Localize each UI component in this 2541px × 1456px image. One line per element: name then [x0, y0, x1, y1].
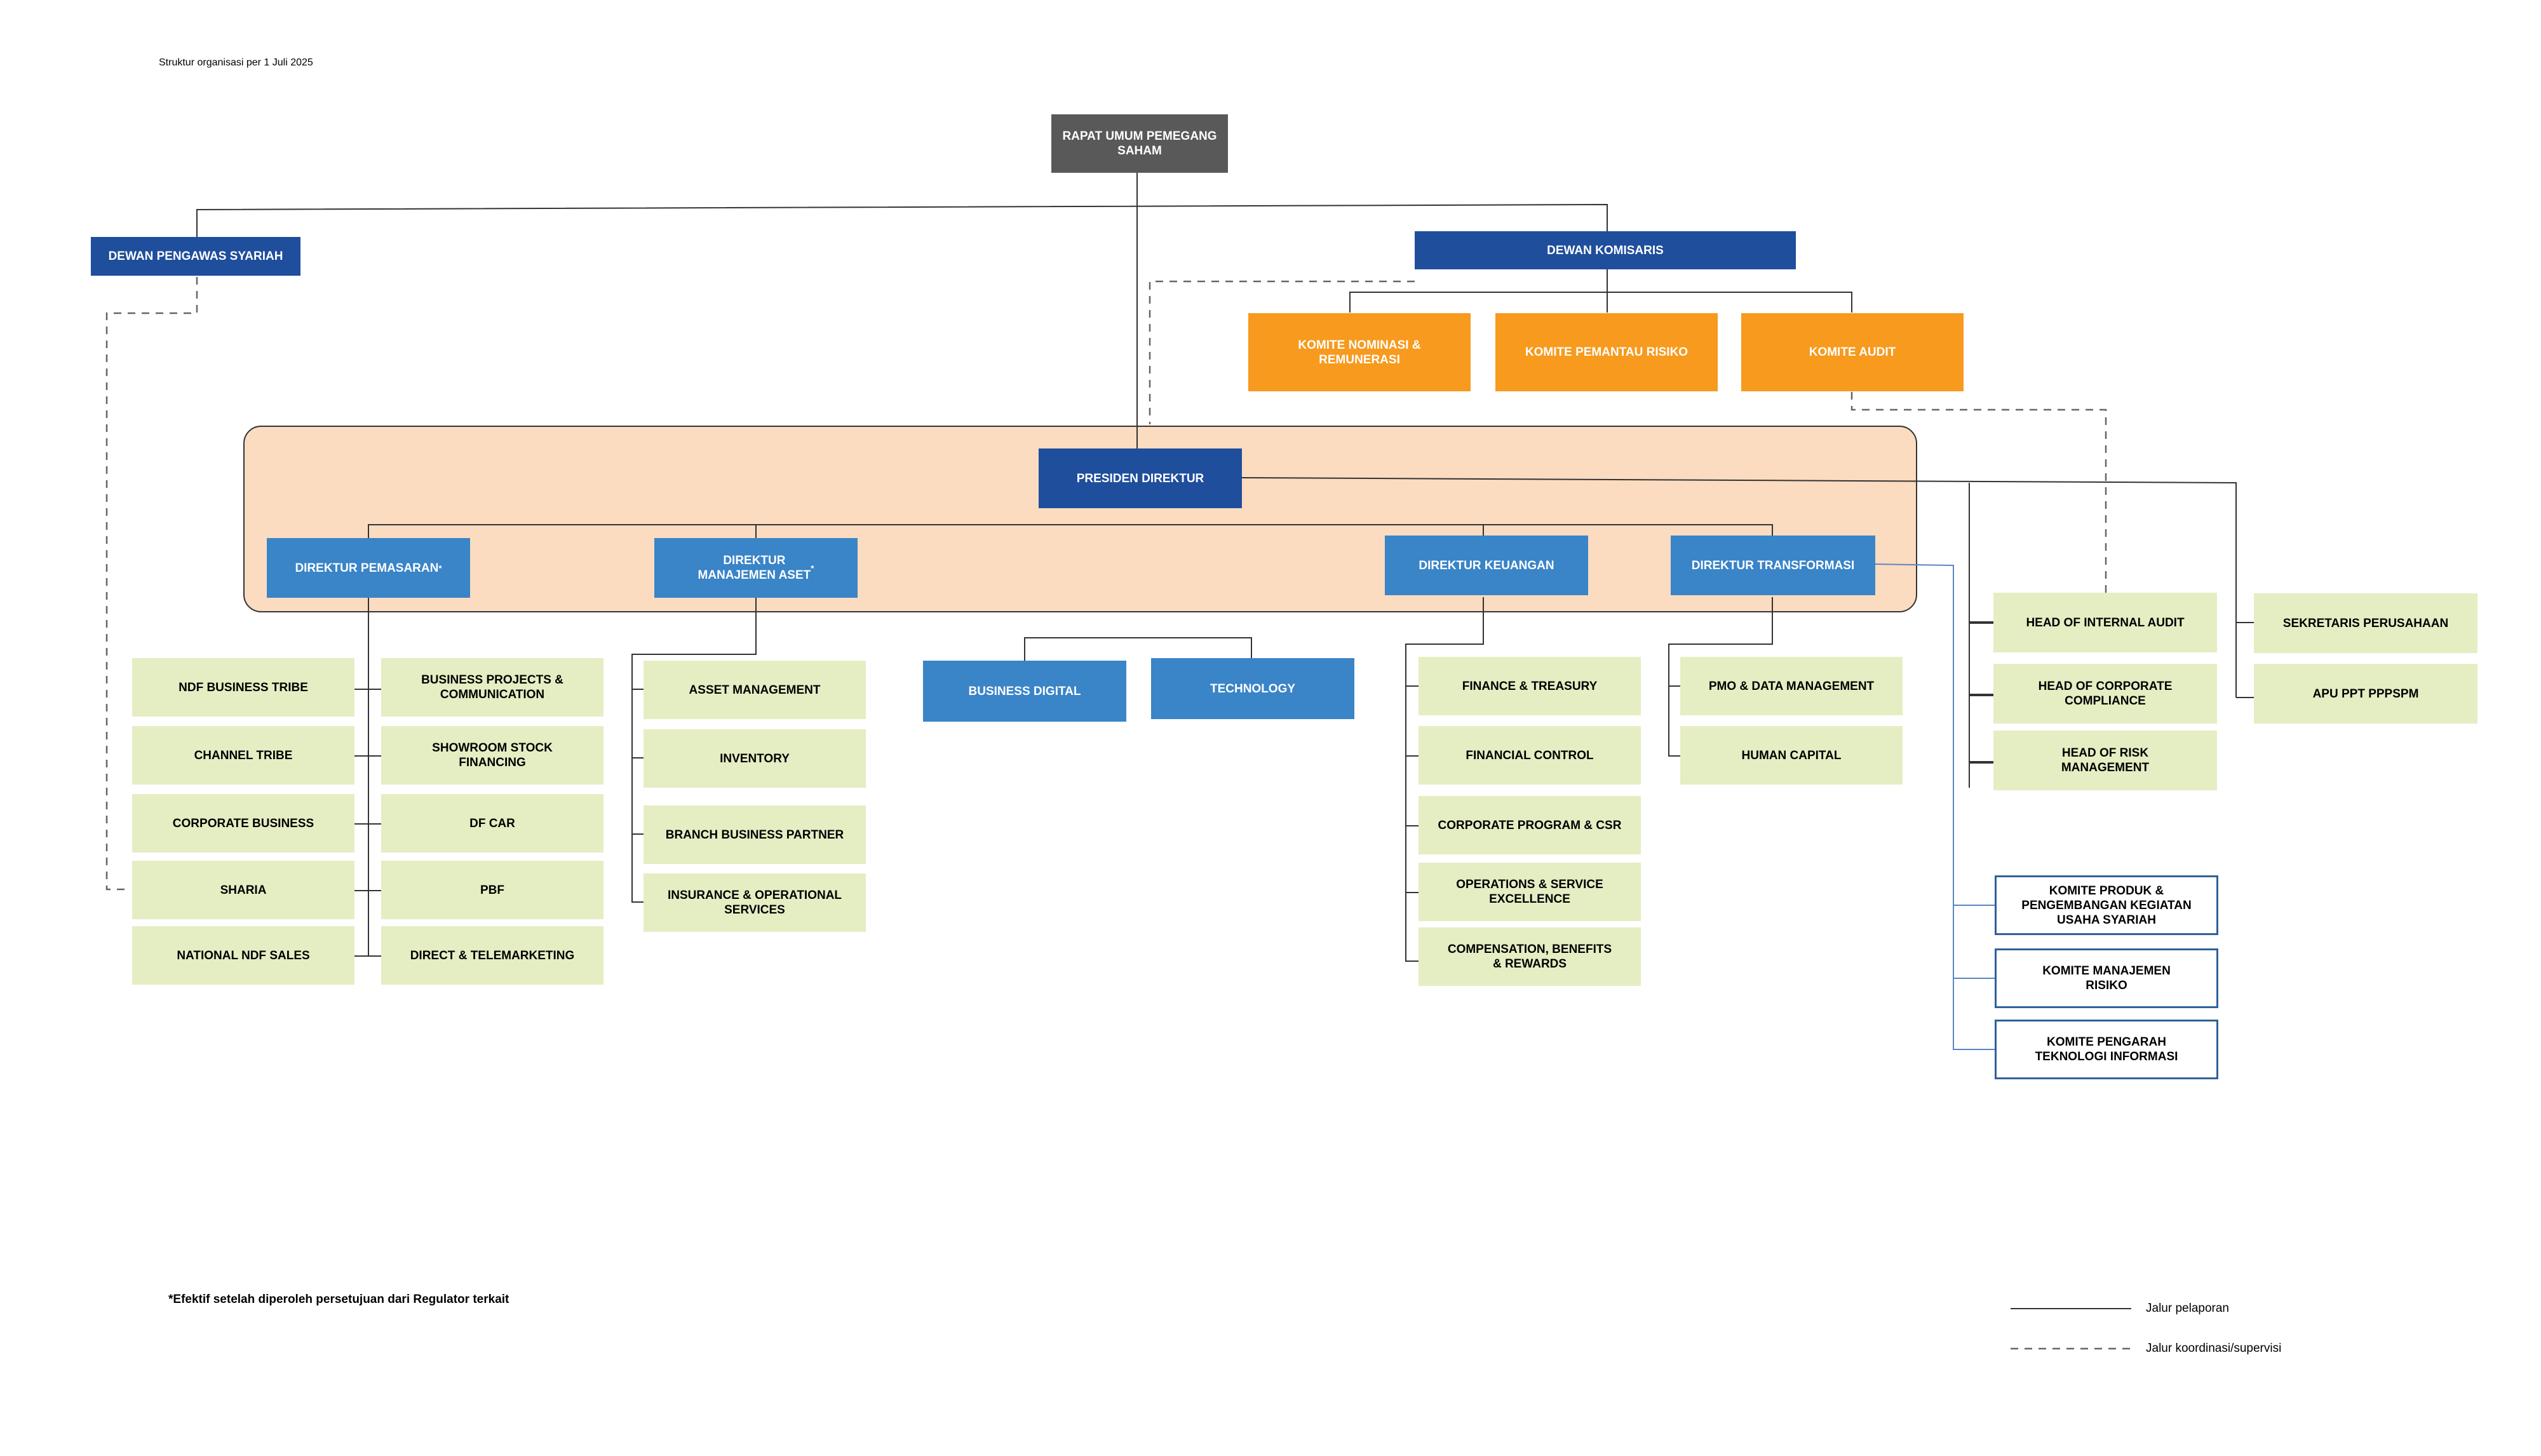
director-committee-box: KOMITE MANAJEMEN RISIKO: [1995, 948, 2218, 1008]
date-note: Struktur organisasi per 1 Juli 2025: [159, 57, 313, 68]
asset-unit-box: BRANCH BUSINESS PARTNER: [644, 806, 866, 864]
shareholders-meeting-box: RAPAT UMUM PEMEGANG SAHAM: [1051, 114, 1228, 173]
board-of-directors-panel: [243, 426, 1917, 612]
asset-management-director-footnote-mark: *: [811, 563, 814, 573]
control-unit-box: HEAD OF CORPORATE COMPLIANCE: [1993, 664, 2217, 724]
marketing-unit-box: NATIONAL NDF SALES: [132, 926, 354, 985]
marketing-unit-box: BUSINESS PROJECTS & COMMUNICATION: [381, 658, 603, 717]
legend-reporting-line: Jalur pelaporan: [2146, 1302, 2229, 1315]
risk-monitoring-committee-box: KOMITE PEMANTAU RISIKO: [1495, 313, 1718, 391]
president-director-box: PRESIDEN DIREKTUR: [1039, 448, 1242, 508]
marketing-unit-box: CORPORATE BUSINESS: [132, 794, 354, 853]
transformation-unit-box: PMO & DATA MANAGEMENT: [1680, 657, 1903, 715]
board-of-commissioners-box: DEWAN KOMISARIS: [1415, 231, 1796, 269]
finance-unit-box: OPERATIONS & SERVICE EXCELLENCE: [1419, 863, 1641, 921]
asset-unit-box: INVENTORY: [644, 729, 866, 788]
asset-management-director-box: DIREKTUR MANAJEMEN ASET*: [654, 538, 858, 598]
president-unit-box: BUSINESS DIGITAL: [923, 661, 1126, 722]
asset-unit-box: ASSET MANAGEMENT: [644, 661, 866, 719]
finance-unit-box: FINANCIAL CONTROL: [1419, 726, 1641, 785]
marketing-director-footnote-mark: *: [438, 563, 442, 573]
marketing-director-box: DIREKTUR PEMASARAN*: [267, 538, 470, 598]
nomination-remuneration-committee-box: KOMITE NOMINASI & REMUNERASI: [1248, 313, 1471, 391]
president-unit-box: TECHNOLOGY: [1151, 658, 1354, 719]
footnote: *Efektif setelah diperoleh persetujuan d…: [168, 1293, 509, 1306]
finance-director-box: DIREKTUR KEUANGAN: [1385, 536, 1588, 595]
marketing-unit-box: SHOWROOM STOCK FINANCING: [381, 726, 603, 785]
audit-committee-box: KOMITE AUDIT: [1741, 313, 1964, 391]
secretary-unit-box: SEKRETARIS PERUSAHAAN: [2254, 593, 2477, 653]
transformation-director-box: DIREKTUR TRANSFORMASI: [1671, 536, 1875, 595]
director-committee-box: KOMITE PRODUK & PENGEMBANGAN KEGIATAN US…: [1995, 875, 2218, 935]
director-committee-box: KOMITE PENGARAH TEKNOLOGI INFORMASI: [1995, 1020, 2218, 1079]
marketing-unit-box: NDF BUSINESS TRIBE: [132, 658, 354, 717]
marketing-unit-box: CHANNEL TRIBE: [132, 726, 354, 785]
finance-unit-box: FINANCE & TREASURY: [1419, 657, 1641, 715]
asset-management-director-label: DIREKTUR MANAJEMEN ASET: [698, 554, 811, 582]
control-unit-box: HEAD OF INTERNAL AUDIT: [1993, 593, 2217, 652]
sharia-supervisory-board-box: DEWAN PENGAWAS SYARIAH: [91, 237, 300, 276]
transformation-unit-box: HUMAN CAPITAL: [1680, 726, 1903, 785]
marketing-unit-box: PBF: [381, 861, 603, 919]
marketing-unit-box: SHARIA: [132, 861, 354, 919]
secretary-unit-box: APU PPT PPPSPM: [2254, 664, 2477, 724]
legend-coordination-line: Jalur koordinasi/supervisi: [2146, 1342, 2282, 1355]
marketing-director-label: DIREKTUR PEMASARAN: [295, 561, 439, 575]
finance-unit-box: CORPORATE PROGRAM & CSR: [1419, 796, 1641, 854]
marketing-unit-box: DIRECT & TELEMARKETING: [381, 926, 603, 985]
control-unit-box: HEAD OF RISK MANAGEMENT: [1993, 731, 2217, 790]
asset-unit-box: INSURANCE & OPERATIONAL SERVICES: [644, 873, 866, 932]
marketing-unit-box: DF CAR: [381, 794, 603, 853]
finance-unit-box: COMPENSATION, BENEFITS & REWARDS: [1419, 927, 1641, 986]
